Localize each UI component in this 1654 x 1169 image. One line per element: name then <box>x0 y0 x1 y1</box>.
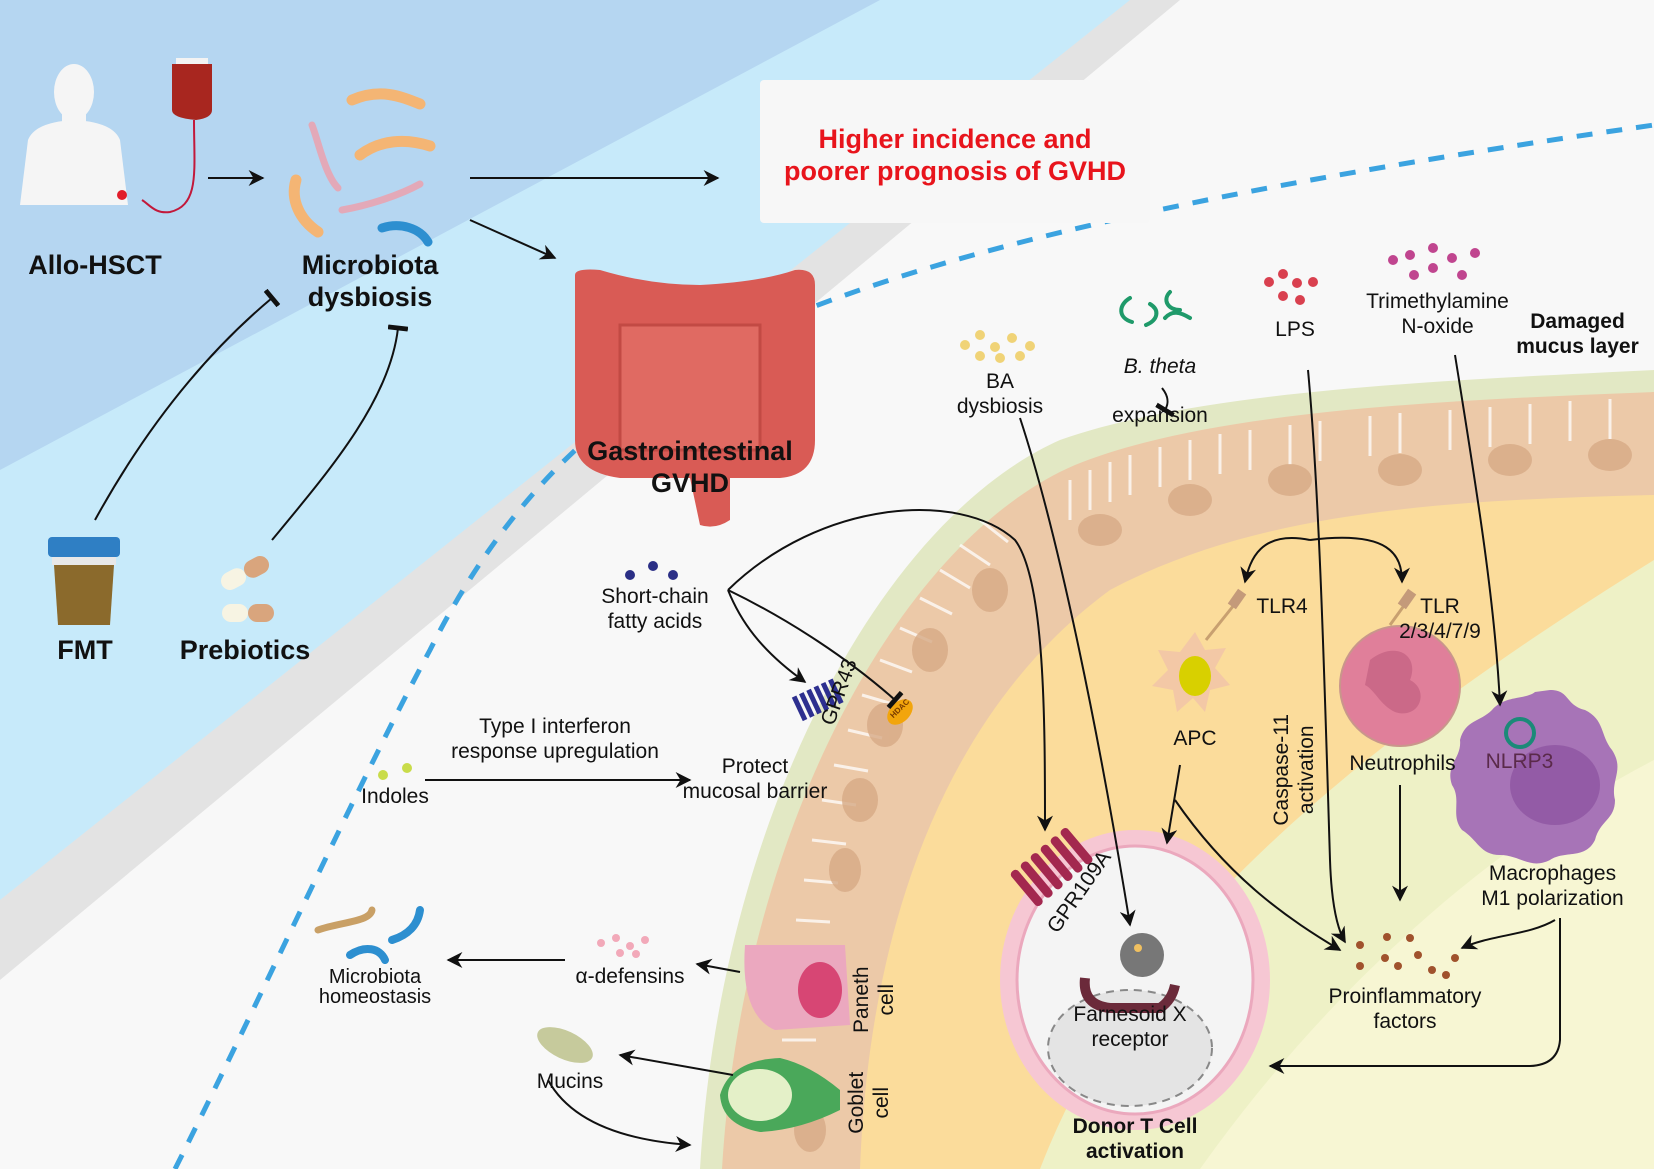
indoles-label: Indoles <box>361 785 429 808</box>
inhibit-prebiotics-to-dysbiosis <box>271 324 409 541</box>
t-cell-activation-label: Donor T Cell activation <box>1072 1115 1198 1163</box>
damaged-mucus-label: Damaged mucus layer <box>1516 310 1639 358</box>
arrow-mucins-to-epithelium <box>547 1079 692 1152</box>
fxr-label: Farnesoid X receptor <box>1073 1003 1187 1051</box>
arrow-macrophage-to-tcell <box>1268 918 1561 1074</box>
inhibit-btheta <box>1155 387 1175 418</box>
bile-acid-dots-icon <box>960 330 1035 363</box>
macrophages-label: Macrophages M1 polarization <box>1481 862 1624 910</box>
arrow-dysbiosis-to-gi <box>469 219 557 260</box>
homeostasis-label: Microbiota homeostasis <box>318 966 432 1008</box>
homeostasis-bacteria-icon <box>314 906 424 964</box>
blood-bag-icon <box>117 58 212 214</box>
epithelial-nuclei <box>794 439 1632 1152</box>
outer-blue-band <box>0 0 880 470</box>
proinflammatory-dots-icon <box>1356 933 1459 979</box>
paneth-cell-label: Paneth cell <box>850 966 898 1034</box>
defensin-dots-icon <box>597 934 649 958</box>
neutrophil-cell-icon <box>1339 588 1461 747</box>
arrow-tmao-to-nlrp3 <box>1454 354 1508 707</box>
protect-barrier-label: Protect mucosal barrier <box>682 755 828 803</box>
tmao-label: Trimethylamine N-oxide <box>1366 290 1509 338</box>
dysbiosis-bacteria-icon <box>288 88 436 247</box>
nlrp3-inflammasome-icon <box>1504 717 1536 749</box>
nlrp3-label: NLRP3 <box>1485 750 1554 773</box>
apc-label: APC <box>1173 727 1217 750</box>
goblet-cell-icon <box>720 1058 840 1132</box>
scfa-label: Short-chain fatty acids <box>601 585 709 633</box>
prebiotics-label: Prebiotics <box>179 635 311 665</box>
outcome-text: Higher incidence and poorer prognosis of… <box>783 124 1126 186</box>
patient-icon <box>20 64 128 205</box>
proinflammatory-label: Proinflammatory factors <box>1328 985 1482 1033</box>
caspase-11-label: Caspase-11 activation <box>1270 713 1318 826</box>
arrow-to-tlr4 <box>1240 537 1311 584</box>
arrow-to-tlr-multi <box>1309 536 1410 584</box>
btheta-species: B. theta <box>1123 354 1197 378</box>
btheta-bacteria-icon <box>1119 290 1192 327</box>
arrow-ba-to-fxr <box>1019 417 1136 927</box>
paneth-cell-icon <box>744 945 850 1030</box>
neutrophils-label: Neutrophils <box>1349 752 1456 775</box>
gi-gvhd-label: Gastrointestinal GVHD <box>587 436 793 498</box>
apc-cell-icon <box>1152 588 1247 712</box>
tmao-dots-icon <box>1388 243 1480 280</box>
prebiotic-capsule-icon <box>220 556 274 622</box>
gpr43-receptor-icon <box>791 678 844 722</box>
lps-label: LPS <box>1275 318 1315 341</box>
macrophage-cell-icon <box>1450 690 1618 864</box>
lps-dots-icon <box>1264 269 1318 305</box>
inhibit-scfa-to-hdac <box>727 589 904 710</box>
arrow-scfa-to-gpr43 <box>727 589 807 683</box>
arrow-apc-to-tcell <box>1161 764 1181 845</box>
mucin-blob-icon <box>537 1027 593 1063</box>
inhibit-fmt-to-dysbiosis <box>94 288 281 521</box>
fmt-cup-icon <box>48 537 120 625</box>
fmt-label: FMT <box>57 635 113 665</box>
arrow-scfa-to-gpr109a <box>727 509 1053 832</box>
colon-icon <box>575 269 815 527</box>
outcome-callout <box>760 80 1150 223</box>
scfa-dots-icon <box>625 561 678 580</box>
ba-dysbiosis-label: BA dysbiosis <box>956 370 1044 418</box>
arrow-goblet-to-mucins <box>618 1049 734 1076</box>
arrow-apc-to-proinflammatory <box>1174 799 1342 951</box>
mucins-label: Mucins <box>536 1070 604 1093</box>
dysbiosis-label: Microbiota dysbiosis <box>301 250 439 312</box>
gpr109a-receptor-icon <box>1010 828 1093 907</box>
pathway-arrows <box>425 354 1561 1152</box>
dashed-boundary-line <box>172 122 1654 1169</box>
goblet-cell-label: Goblet cell <box>845 1071 893 1134</box>
btheta-label: B. theta expansion <box>1095 330 1225 429</box>
indoles-dots-icon <box>378 763 412 780</box>
interferon-label: Type I interferon response upregulation <box>451 715 659 763</box>
donor-t-cell-icon <box>1000 830 1270 1130</box>
tlr4-label: TLR4 <box>1256 595 1308 618</box>
btheta-expansion: expansion <box>1112 404 1208 428</box>
defensins-label: α-defensins <box>575 965 685 988</box>
tlr-multi-label: TLR 2/3/4/7/9 <box>1399 595 1481 643</box>
arrow-macrophage-to-proinflammatory <box>1460 919 1556 950</box>
arrow-lps-to-proinflammatory <box>1307 369 1346 944</box>
nucleus-outline <box>1047 989 1213 1107</box>
allo-hsct-label: Allo-HSCT <box>28 250 162 280</box>
arrow-paneth-to-defensins <box>695 958 741 975</box>
